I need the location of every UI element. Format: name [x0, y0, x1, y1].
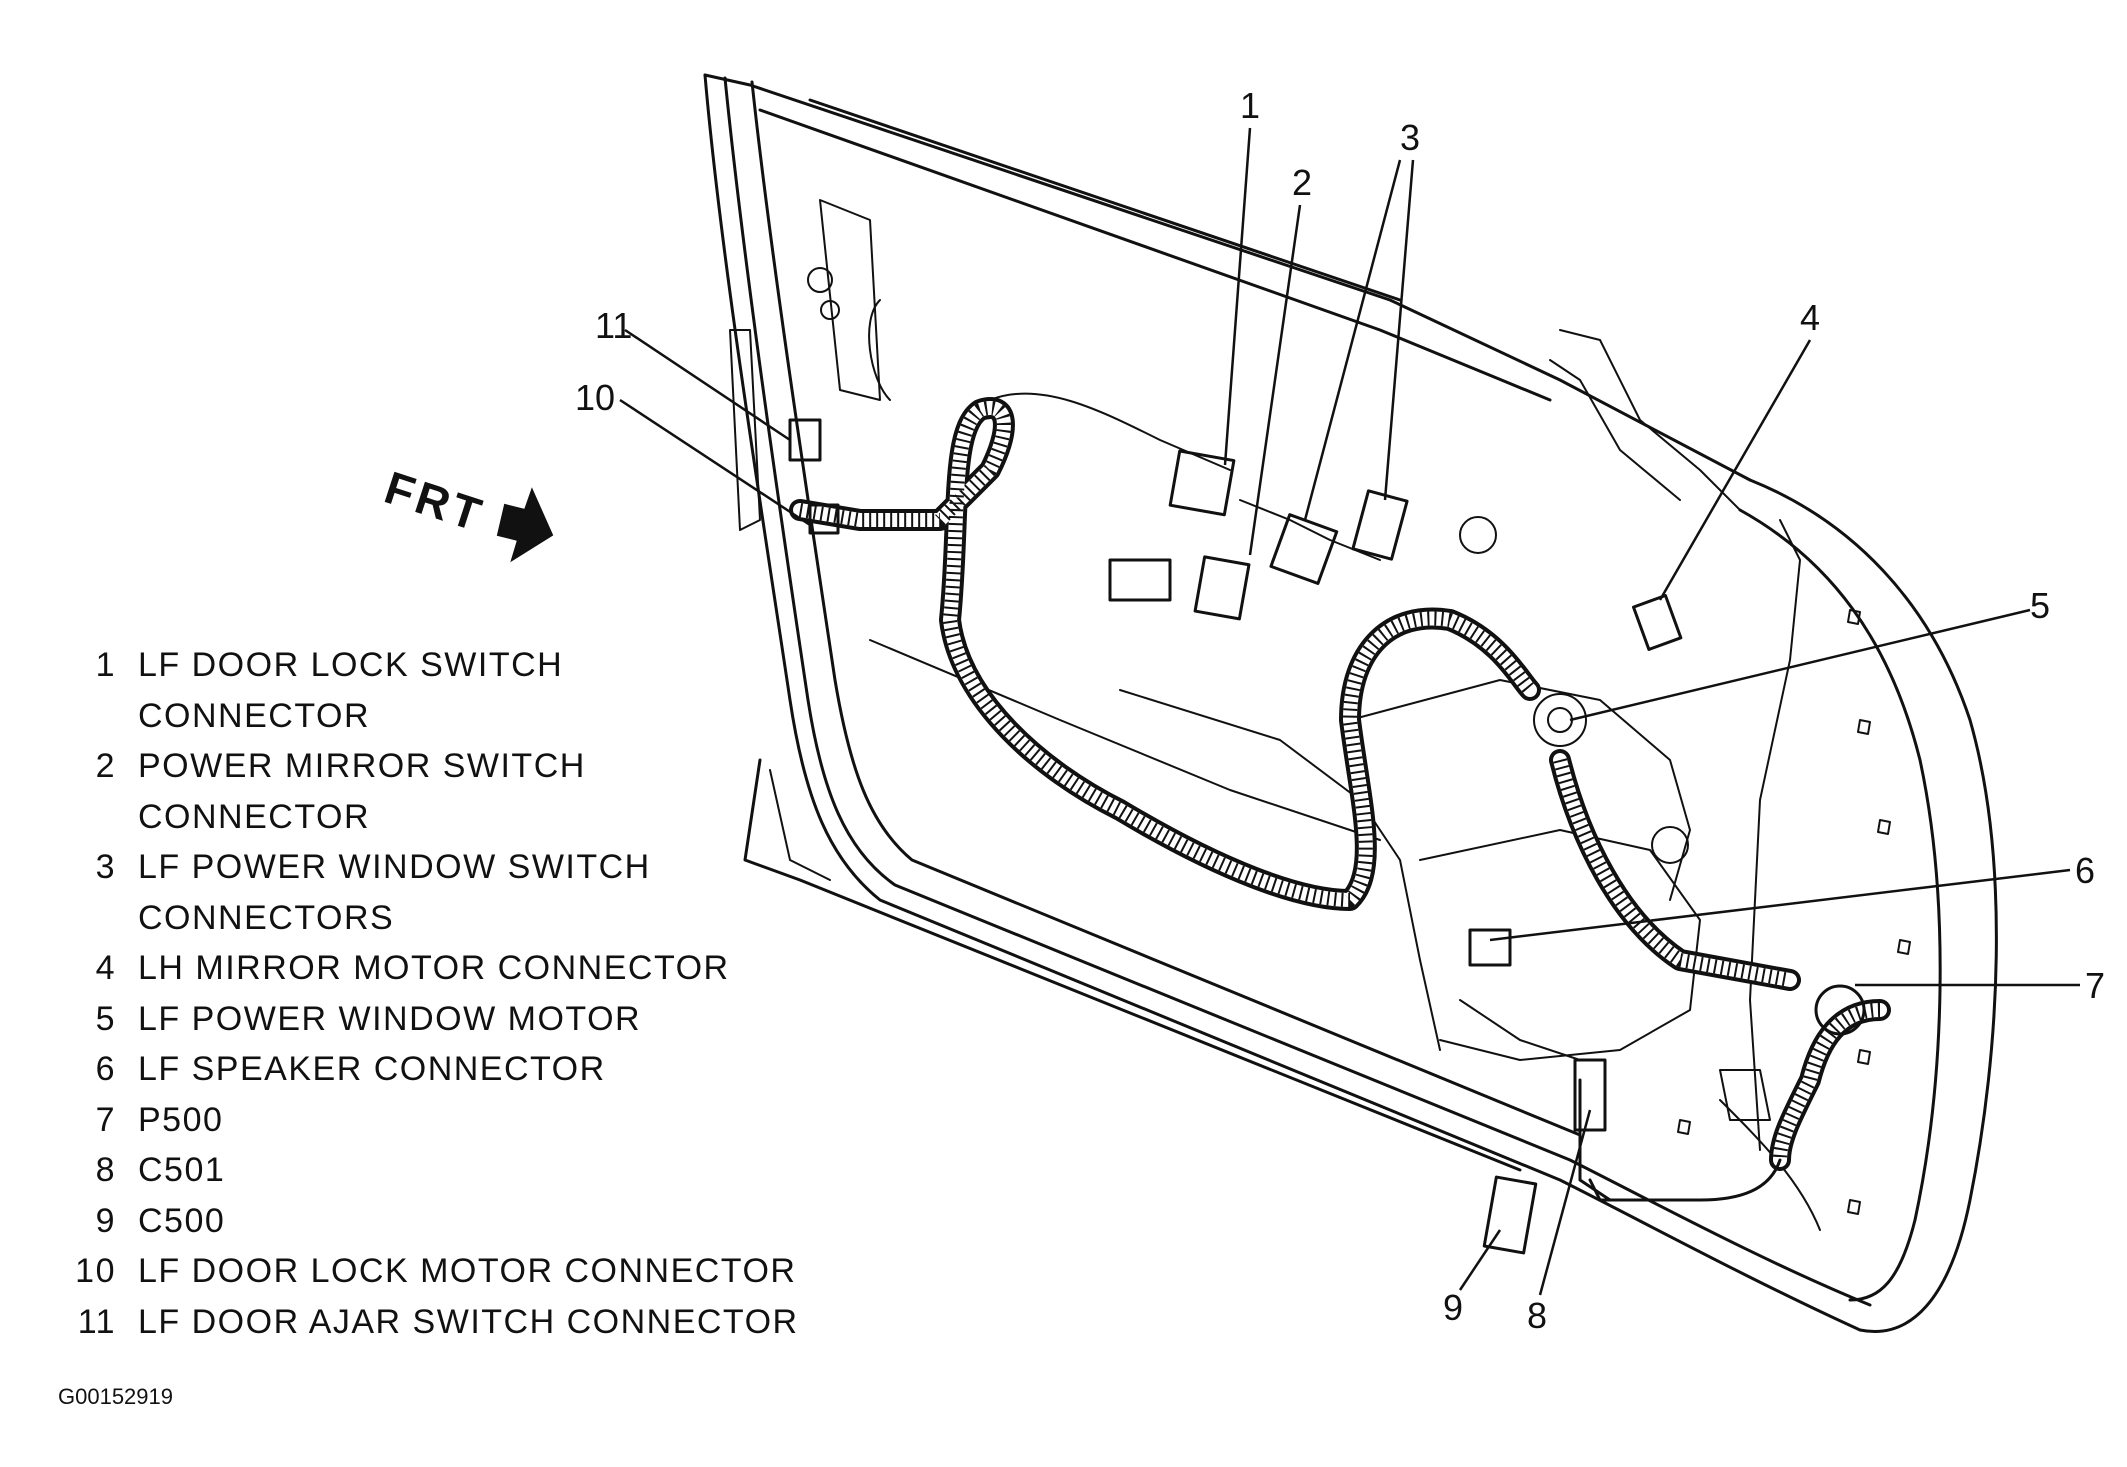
legend-text: LF DOOR LOCK MOTOR CONNECTOR	[138, 1252, 797, 1290]
legend-number: 5	[95, 999, 116, 1038]
legend-row: 6 LF SPEAKER CONNECTOR	[58, 1044, 799, 1095]
callout-4: 4	[1800, 297, 1820, 338]
legend-text: LF DOOR AJAR SWITCH CONNECTOR	[138, 1302, 799, 1341]
legend-text: CONNECTORS	[138, 898, 395, 937]
legend-number: 10	[75, 1252, 116, 1290]
legend-row: CONNECTOR	[58, 691, 799, 742]
door-frame	[703, 73, 1998, 1333]
legend-text: C501	[138, 1151, 226, 1189]
callout-11: 11	[595, 305, 632, 346]
callout-10: 10	[575, 377, 615, 418]
legend-row: 3 LF POWER WINDOW SWITCH	[58, 842, 799, 893]
front-arrow-icon	[496, 487, 554, 563]
legend-text: LH MIRROR MOTOR CONNECTOR	[138, 949, 730, 987]
legend-number: 9	[95, 1201, 116, 1240]
callout-8: 8	[1527, 1295, 1547, 1336]
legend-number	[58, 893, 138, 944]
legend-row: CONNECTORS	[58, 893, 799, 944]
legend-text: LF SPEAKER CONNECTOR	[138, 1050, 606, 1088]
callout-1: 1	[1240, 85, 1260, 126]
legend-row: 5 LF POWER WINDOW MOTOR	[58, 994, 799, 1045]
legend-text: P500	[138, 1100, 224, 1139]
legend-row: CONNECTOR	[58, 792, 799, 843]
legend-text: LF POWER WINDOW MOTOR	[138, 999, 642, 1038]
callout-9: 9	[1443, 1287, 1463, 1328]
legend-text: C500	[138, 1201, 226, 1240]
legend-text: POWER MIRROR SWITCH	[138, 747, 586, 785]
legend-row: 4 LH MIRROR MOTOR CONNECTOR	[58, 943, 799, 994]
legend: 1 LF DOOR LOCK SWITCH CONNECTOR 2 POWER MIRR…	[58, 640, 799, 1347]
callout-2: 2	[1292, 162, 1312, 203]
legend-row: 7 P500	[58, 1095, 799, 1146]
legend-number: 6	[95, 1050, 116, 1088]
legend-row: 1 LF DOOR LOCK SWITCH	[58, 640, 799, 691]
callout-3: 3	[1400, 117, 1420, 158]
legend-number: 8	[95, 1151, 116, 1189]
legend-row: 10 LF DOOR LOCK MOTOR CONNECTOR	[58, 1246, 799, 1297]
legend-row: 9 C500	[58, 1196, 799, 1247]
wiring-harness	[789, 299, 1891, 1202]
callout-labels: 1 2 3 4 5 6 7 8 9 10 11	[575, 85, 2105, 1336]
callout-6: 6	[2075, 850, 2095, 891]
legend-row: 2 POWER MIRROR SWITCH	[58, 741, 799, 792]
legend-text: LF POWER WINDOW SWITCH	[138, 848, 651, 886]
figure-id: G00152919	[58, 1384, 173, 1409]
legend-text: CONNECTOR	[138, 797, 370, 836]
legend-number	[58, 792, 138, 843]
legend-number: 4	[95, 949, 116, 987]
connectors	[788, 418, 1866, 1255]
legend-row: 8 C501	[58, 1145, 799, 1196]
legend-number: 2	[95, 747, 116, 785]
callout-7: 7	[2085, 965, 2105, 1006]
legend-text: LF DOOR LOCK SWITCH	[138, 646, 564, 684]
legend-number: 7	[95, 1100, 116, 1139]
callout-5: 5	[2030, 585, 2050, 626]
legend-row: 11 LF DOOR AJAR SWITCH CONNECTOR	[58, 1297, 799, 1348]
legend-number: 11	[77, 1302, 116, 1341]
legend-text: CONNECTOR	[138, 696, 370, 735]
legend-number: 3	[95, 848, 116, 886]
legend-number: 1	[95, 646, 116, 684]
legend-number	[58, 691, 138, 742]
